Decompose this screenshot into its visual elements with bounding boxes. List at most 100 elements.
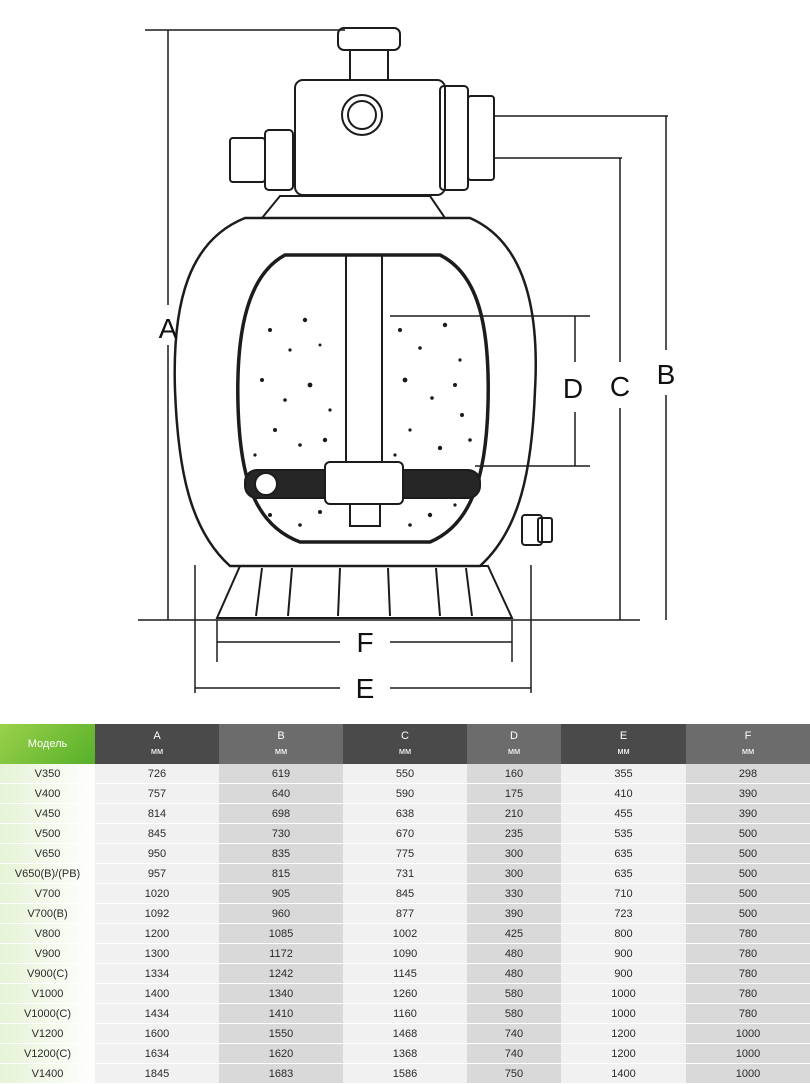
value-cell: 740 [467, 1023, 561, 1044]
dimension-label-c: C [610, 371, 630, 402]
value-cell: 1000 [686, 1023, 810, 1044]
value-cell: 500 [686, 883, 810, 904]
value-cell: 731 [343, 863, 467, 884]
dimension-label-b: B [657, 359, 676, 390]
value-cell: 1172 [219, 943, 343, 964]
value-cell: 425 [467, 923, 561, 944]
value-cell: 1600 [95, 1023, 219, 1044]
model-cell: V1000 [0, 983, 95, 1004]
value-cell: 1242 [219, 963, 343, 984]
value-cell: 1400 [561, 1063, 686, 1084]
value-cell: 1092 [95, 903, 219, 924]
value-cell: 355 [561, 764, 686, 784]
value-cell: 1000 [561, 1003, 686, 1024]
value-cell: 957 [95, 863, 219, 884]
value-cell: 1683 [219, 1063, 343, 1084]
value-cell: 698 [219, 803, 343, 824]
value-cell: 950 [95, 843, 219, 864]
value-cell: 500 [686, 863, 810, 884]
model-cell: V1200(C) [0, 1043, 95, 1064]
value-cell: 500 [686, 843, 810, 864]
model-cell: V1000(C) [0, 1003, 95, 1024]
value-cell: 1200 [95, 923, 219, 944]
value-cell: 757 [95, 783, 219, 804]
value-cell: 1200 [561, 1023, 686, 1044]
value-cell: 1002 [343, 923, 467, 944]
model-cell: V700 [0, 883, 95, 904]
dimension-label-a: A [159, 313, 178, 344]
value-cell: 235 [467, 823, 561, 844]
dimension-label-f: F [356, 627, 373, 658]
value-cell: 780 [686, 943, 810, 964]
model-cell: V500 [0, 823, 95, 844]
value-cell: 845 [343, 883, 467, 904]
value-cell: 390 [686, 783, 810, 804]
value-cell: 900 [561, 943, 686, 964]
value-cell: 1260 [343, 983, 467, 1004]
value-cell: 1000 [561, 983, 686, 1004]
filter-dimension-diagram: A B C D F E [138, 27, 676, 704]
value-cell: 1200 [561, 1043, 686, 1064]
model-cell: V700(B) [0, 903, 95, 924]
header-model: Модель [0, 724, 95, 764]
value-cell: 1000 [686, 1043, 810, 1064]
model-cell: V1400 [0, 1063, 95, 1084]
model-cell: V900(C) [0, 963, 95, 984]
value-cell: 300 [467, 843, 561, 864]
model-cell: V650 [0, 843, 95, 864]
value-cell: 635 [561, 863, 686, 884]
value-cell: 900 [561, 963, 686, 984]
value-cell: 780 [686, 963, 810, 984]
value-cell: 1634 [95, 1043, 219, 1064]
value-cell: 800 [561, 923, 686, 944]
value-cell: 845 [95, 823, 219, 844]
value-cell: 1368 [343, 1043, 467, 1064]
value-cell: 500 [686, 903, 810, 924]
value-cell: 300 [467, 863, 561, 884]
model-cell: V1200 [0, 1023, 95, 1044]
value-cell: 1085 [219, 923, 343, 944]
value-cell: 877 [343, 903, 467, 924]
dimension-label-e: E [356, 673, 375, 704]
value-cell: 390 [467, 903, 561, 924]
value-cell: 535 [561, 823, 686, 844]
model-cell: V350 [0, 764, 95, 784]
value-cell: 726 [95, 764, 219, 784]
value-cell: 1468 [343, 1023, 467, 1044]
value-cell: 670 [343, 823, 467, 844]
value-cell: 723 [561, 903, 686, 924]
value-cell: 635 [561, 843, 686, 864]
value-cell: 455 [561, 803, 686, 824]
sand-media [253, 317, 472, 527]
value-cell: 175 [467, 783, 561, 804]
model-cell: V800 [0, 923, 95, 944]
value-cell: 1434 [95, 1003, 219, 1024]
value-cell: 1334 [95, 963, 219, 984]
value-cell: 905 [219, 883, 343, 904]
value-cell: 480 [467, 943, 561, 964]
value-cell: 590 [343, 783, 467, 804]
value-cell: 580 [467, 1003, 561, 1024]
value-cell: 480 [467, 963, 561, 984]
model-cell: V650(B)/(PB) [0, 863, 95, 884]
value-cell: 1410 [219, 1003, 343, 1024]
value-cell: 814 [95, 803, 219, 824]
value-cell: 1020 [95, 883, 219, 904]
dimension-label-d: D [563, 373, 583, 404]
model-cell: V900 [0, 943, 95, 964]
